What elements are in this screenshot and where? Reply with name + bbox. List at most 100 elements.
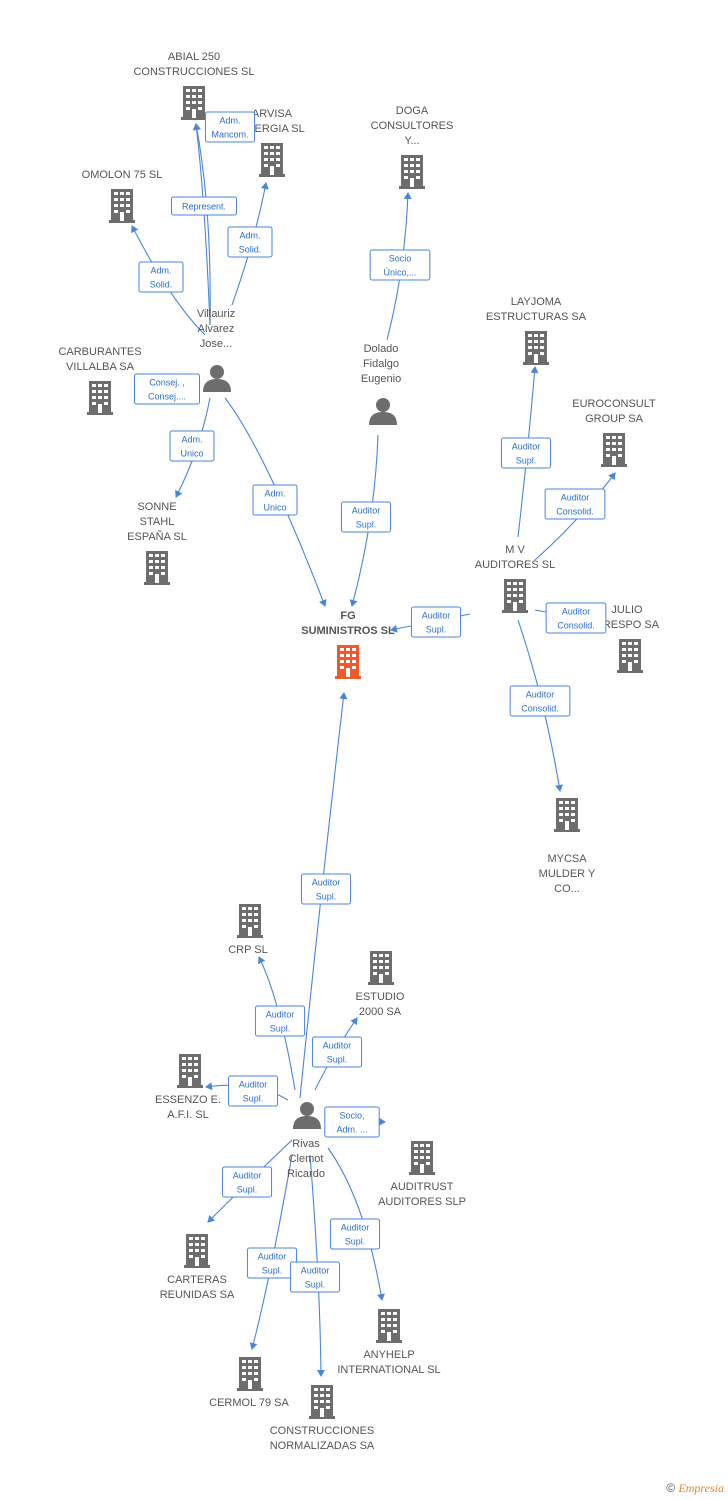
person-icon bbox=[293, 1102, 321, 1129]
node-label: Ricardo bbox=[287, 1168, 325, 1180]
node-label: Eugenio bbox=[361, 373, 401, 385]
edge-label-text: Supl. bbox=[270, 1024, 291, 1034]
edge-label-text: Auditor bbox=[239, 1080, 268, 1090]
node-label: INTERNATIONAL SL bbox=[337, 1364, 440, 1376]
edge-label-rivas-to-auditrust[interactable]: Socio,Adm. ... bbox=[324, 1106, 380, 1138]
building-icon bbox=[601, 433, 627, 467]
node-label: ESTUDIO bbox=[356, 991, 405, 1003]
edge-label-text: Supl. bbox=[316, 892, 337, 902]
edge-label-villauriz-to-abial[interactable]: Adm.Mancom. bbox=[204, 111, 256, 143]
node-label: AUDITORES SLP bbox=[378, 1196, 466, 1208]
edge-label-text: Auditor bbox=[323, 1041, 352, 1051]
edge-label-text: Supl. bbox=[262, 1266, 283, 1276]
edge-label-villauriz-to-omolon[interactable]: Adm.Solid. bbox=[138, 261, 184, 293]
edge-label-text: Auditor bbox=[341, 1223, 370, 1233]
node-essenzo[interactable]: ESSENZO E.A.F.I. SL bbox=[155, 1054, 221, 1121]
edge-label-dolado-to-doga[interactable]: SocioÚnico,... bbox=[369, 249, 431, 281]
node-label: AUDITORES SL bbox=[475, 559, 556, 571]
node-label: Jose... bbox=[200, 338, 232, 350]
edge-label-text: Auditor bbox=[422, 611, 451, 621]
node-doga[interactable]: DOGACONSULTORESY... bbox=[371, 105, 454, 189]
node-auditrust[interactable]: AUDITRUST AUDITORES SLP bbox=[378, 1141, 466, 1208]
node-mv[interactable]: M V AUDITORES SL bbox=[475, 544, 556, 613]
node-villauriz[interactable]: VillaurizAlvarezJose... bbox=[197, 308, 235, 392]
node-label: Dolado bbox=[364, 343, 399, 355]
node-cermol[interactable]: CERMOL 79 SA bbox=[209, 1357, 289, 1409]
edge-label-box bbox=[204, 111, 256, 143]
edge-label-text: Auditor bbox=[562, 607, 591, 617]
edge-label-text: Supl. bbox=[305, 1280, 326, 1290]
node-label: SUMINISTROS SL bbox=[301, 625, 395, 637]
node-label: CRESPO SA bbox=[595, 619, 660, 631]
node-label: CO... bbox=[554, 883, 580, 895]
edge-label-box bbox=[500, 437, 552, 469]
edge-label-box bbox=[544, 488, 606, 520]
edge-label-villauriz-to-arvisa[interactable]: Adm.Solid. bbox=[227, 226, 273, 258]
edge-label-text: Auditor bbox=[266, 1010, 295, 1020]
edge-label-box bbox=[300, 873, 352, 905]
node-label: MYCSA bbox=[547, 853, 587, 865]
node-label: Rivas bbox=[292, 1138, 320, 1150]
building-icon bbox=[237, 904, 263, 938]
edge-label-text: Supl. bbox=[356, 520, 377, 530]
node-label: A.F.I. SL bbox=[167, 1109, 209, 1121]
edge-label-text: Único,... bbox=[383, 268, 416, 278]
edge-label-text: Unico bbox=[180, 449, 203, 459]
edge-label-text: Supl. bbox=[345, 1237, 366, 1247]
edge-label-villauriz-to-fg[interactable]: Adm.Unico bbox=[252, 484, 298, 516]
building-icon bbox=[502, 579, 528, 613]
edge-label-text: Unico bbox=[263, 503, 286, 513]
node-label: CONSULTORES bbox=[371, 120, 454, 132]
building-icon bbox=[399, 155, 425, 189]
node-label: LAYJOMA bbox=[511, 296, 562, 308]
node-label: M V bbox=[505, 544, 525, 556]
edge-label-text: Supl. bbox=[327, 1055, 348, 1065]
edge-label-box bbox=[171, 196, 237, 216]
node-label: AUDITRUST bbox=[391, 1181, 454, 1193]
edge-label-villauriz-to-abial[interactable]: Represent. bbox=[171, 196, 237, 216]
edge-label-text: Adm. ... bbox=[336, 1125, 367, 1135]
node-crp[interactable]: CRP SL bbox=[228, 904, 268, 956]
brand-logo[interactable]: Empresia bbox=[678, 1481, 724, 1495]
node-label: SONNE bbox=[137, 501, 176, 513]
edge-label-box bbox=[252, 484, 298, 516]
node-label: DOGA bbox=[396, 105, 429, 117]
node-omolon[interactable]: OMOLON 75 SL bbox=[82, 169, 163, 223]
edge-label-box bbox=[221, 1166, 273, 1198]
edge-label-villauriz-to-carburantes[interactable]: Consej. ,Consej.... bbox=[134, 373, 200, 405]
edge-label-text: Adm. bbox=[150, 266, 171, 276]
edge-label-villauriz-to-sonne[interactable]: Adm.Unico bbox=[169, 430, 215, 462]
node-label: REUNIDAS SA bbox=[160, 1289, 235, 1301]
edge-label-text: Auditor bbox=[301, 1266, 330, 1276]
